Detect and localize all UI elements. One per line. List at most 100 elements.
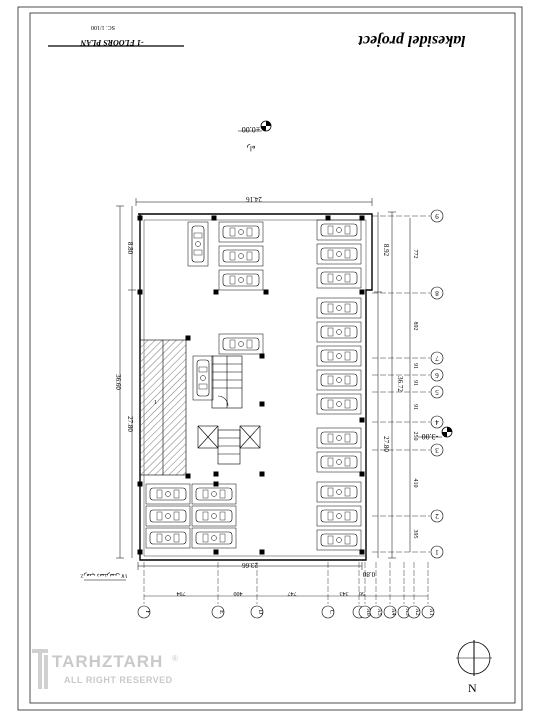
column: [137, 289, 143, 295]
parking-space: [316, 369, 362, 391]
scale-text: SC. 1/100: [91, 24, 115, 30]
parking-space: [316, 219, 362, 241]
column: [213, 471, 219, 477]
column: [137, 549, 143, 555]
bottom-axis-label: A6: [365, 608, 371, 615]
right-axis-label: 1: [435, 548, 439, 556]
dim-corner: 0.80: [362, 570, 375, 578]
right-axis-1: 1: [372, 545, 444, 559]
parking-space: [191, 483, 237, 505]
column: [359, 215, 365, 221]
dim-right-upper: 8.92: [382, 244, 390, 257]
level-mark-top: ±0.00 راه: [238, 120, 272, 152]
right-axis-dim: 91: [412, 404, 418, 410]
ramp: 1: [139, 339, 187, 476]
bottom-axis-label: E: [218, 610, 224, 614]
parking-space: [191, 505, 237, 527]
right-axis-dim: 91: [412, 363, 418, 369]
bottom-axis-dim: 747: [288, 590, 297, 596]
right-axis-label: 4: [435, 418, 439, 426]
parking-space: [218, 221, 264, 243]
outer-frame: [17, 6, 523, 711]
bottom-axis-dim: 400: [234, 590, 243, 596]
watermark-logo: [32, 649, 48, 689]
watermark-sub: ALL RIGHT RESERVED: [64, 675, 173, 685]
column: [259, 471, 265, 477]
ramp-note: رمپ دسترسی ۱۷٪: [80, 572, 128, 581]
column: [185, 335, 191, 341]
parking-space: [145, 527, 191, 549]
column: [185, 473, 191, 479]
right-axis-dim: 91: [412, 380, 418, 386]
parking-space: [316, 321, 362, 343]
watermark-registered: ®: [172, 654, 178, 663]
bottom-axis-A1: A1: [421, 562, 435, 619]
right-axis-7: 7: [372, 351, 444, 365]
column: [259, 353, 265, 359]
bottom-axis-label: A2: [414, 608, 420, 615]
bottom-axis-dim: 794: [177, 590, 186, 596]
core: [197, 355, 261, 465]
parking-space: [316, 505, 362, 527]
bottom-axis-grid: FEDCBA6A5A4A3A2A1: [137, 562, 435, 619]
right-axis-label: 9: [435, 212, 439, 220]
right-axis-label: 7: [435, 354, 439, 362]
title-block: -1 FLOORS PLAN SC. 1/100 lakesidel proje…: [48, 24, 466, 49]
bottom-axis-A2: A2: [407, 562, 421, 619]
bottom-axis-label: D: [257, 610, 263, 615]
right-axis-4: 4: [372, 415, 444, 429]
bottom-axis-A4: A4: [383, 562, 397, 619]
ramp-arrow-label: 1: [154, 400, 157, 406]
parking-space: [191, 527, 237, 549]
right-axis-label: 6: [435, 371, 439, 379]
ramp-note-text: رمپ دسترسی ۱۷٪: [80, 572, 128, 578]
parking-space: [145, 505, 191, 527]
north-label: N: [468, 681, 477, 695]
dim-left-lower: 27.80: [126, 416, 134, 432]
right-axis-3: 3: [372, 443, 444, 457]
dim-right-lower: 27.80: [382, 436, 390, 452]
parking-space: [218, 333, 264, 355]
parking-space: [316, 297, 362, 319]
column: [137, 215, 143, 221]
bottom-axis-D: D: [250, 562, 264, 619]
bottom-axis-A5: A5: [369, 562, 383, 619]
bottom-axis-label: A5: [376, 608, 382, 615]
parking-space: [316, 481, 362, 503]
bottom-axis-label: F: [144, 610, 150, 614]
right-axis-dim: 772: [412, 250, 418, 259]
column: [211, 215, 217, 221]
right-axis-9: 9: [372, 209, 444, 223]
column: [213, 289, 219, 295]
column: [359, 289, 365, 295]
right-axis-label: 3: [435, 446, 439, 454]
column: [263, 289, 269, 295]
bottom-axis-label: C: [328, 610, 334, 614]
dim-top: 24.16: [246, 195, 262, 203]
overall-dimensions: [116, 198, 411, 570]
sheet-title-text: -1 FLOORS PLAN: [79, 38, 143, 47]
right-axis-8: 8: [372, 286, 444, 300]
column: [359, 417, 365, 423]
right-axis-dim: 892: [412, 322, 418, 331]
bottom-axis-dim: 343: [340, 590, 349, 596]
parking-space: [145, 483, 191, 505]
bottom-axis-dim: 56: [359, 590, 365, 596]
parking-space: [218, 269, 264, 291]
level-note-text: راه: [247, 144, 256, 152]
right-axis-dim: 395: [412, 530, 418, 539]
bottom-axis-C: C: [321, 562, 335, 619]
level-right-text: -3.00: [422, 432, 439, 441]
right-axis-label: 5: [435, 388, 439, 396]
parking-space: [316, 451, 362, 473]
parking-space: [218, 245, 264, 267]
parking-space: [316, 243, 362, 265]
watermark-brand: TARHZTARH: [52, 652, 164, 671]
right-axis-dim: 250: [412, 432, 418, 441]
bottom-axis-A3: A3: [397, 562, 411, 619]
parking-space: [187, 221, 209, 267]
dim-bottom: 23.66: [242, 561, 258, 569]
column: [359, 471, 365, 477]
